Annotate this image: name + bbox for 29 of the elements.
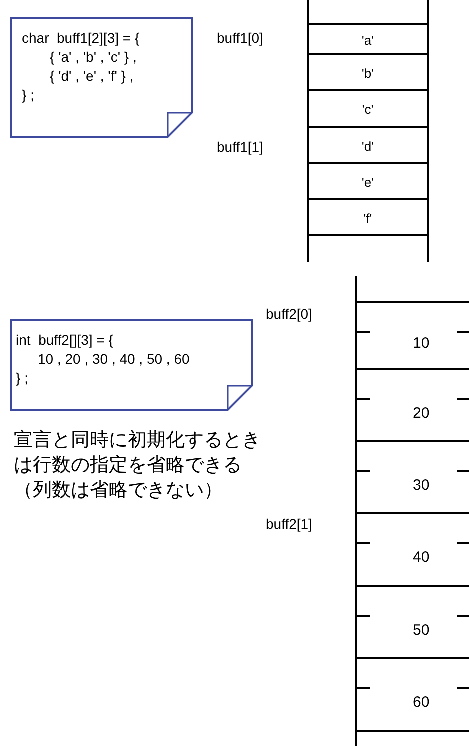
memory-cell: 'c' — [307, 89, 429, 128]
memory-cell — [355, 730, 469, 746]
memory-cell — [307, 234, 429, 262]
code-line: int buff2[][3] = { — [16, 331, 114, 350]
code-line: char buff1[2][3] = { — [22, 29, 140, 48]
code-line: 10 , 20 , 30 , 40 , 50 , 60 — [38, 350, 190, 369]
code-line: } ; — [16, 369, 28, 388]
memory-cell: 30 — [355, 440, 469, 514]
memory-cell: 20 — [355, 368, 469, 442]
memory-cell: 'b' — [307, 53, 429, 91]
code-line: { 'd' , 'e' , 'f' } , — [50, 67, 134, 86]
note-text: 宣言と同時に初期化するときは行数の指定を省略できる（列数は省略できない） — [14, 428, 262, 503]
memory-cell: 'e' — [307, 162, 429, 200]
memory-cell: 10 — [355, 301, 469, 370]
memory-cell: 'd' — [307, 126, 429, 164]
memory-cell — [307, 0, 429, 25]
array-label: buff1[0] — [217, 30, 264, 46]
memory-cell: 'a' — [307, 23, 429, 55]
memory-cell: 40 — [355, 512, 469, 587]
array-label: buff2[0] — [266, 306, 312, 322]
array-label: buff2[1] — [266, 516, 312, 532]
code-note — [10, 319, 253, 411]
memory-cell: 50 — [355, 585, 469, 659]
memory-cell: 'f' — [307, 198, 429, 236]
code-note — [10, 17, 193, 138]
array-label: buff1[1] — [217, 139, 264, 155]
code-line: } ; — [22, 86, 34, 105]
memory-cell: 60 — [355, 657, 469, 732]
code-line: { 'a' , 'b' , 'c' } , — [50, 48, 137, 67]
